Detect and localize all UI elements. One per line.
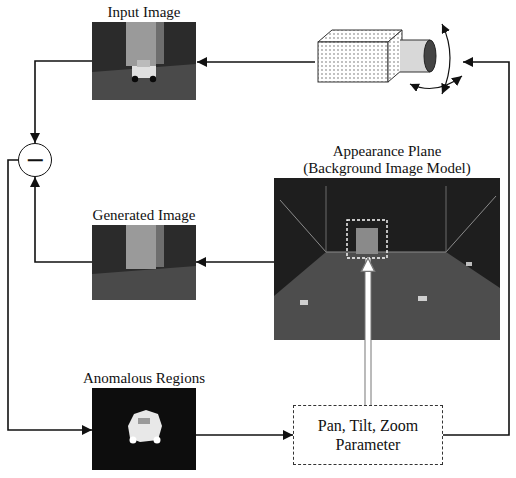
photo-pillar — [126, 225, 156, 269]
photo-wall-edge — [326, 186, 327, 252]
flow-arrow — [35, 177, 92, 262]
photo-wall-edge — [446, 186, 447, 252]
anomaly-wheel — [154, 437, 161, 444]
subtract-operator: − — [18, 143, 52, 177]
flow-arrow — [196, 261, 274, 263]
photo-floor — [92, 64, 196, 100]
view-window — [347, 220, 387, 258]
heading-group: Input Image — [108, 4, 181, 22]
camera-lens-face — [424, 40, 436, 72]
flow-arrow — [196, 434, 293, 436]
heading-group: Anomalous Regions — [83, 370, 205, 388]
photo-floor — [274, 252, 500, 340]
camera-side — [388, 30, 402, 82]
image-heading: Anomalous Regions — [83, 370, 205, 387]
anomaly-wheel — [130, 437, 137, 444]
photo-patch — [466, 262, 472, 266]
box-label: Pan, Tilt, Zoom Parameter — [303, 416, 433, 454]
parameter-box: Pan, Tilt, Zoom Parameter — [293, 405, 443, 465]
camera-output-arrow — [197, 61, 315, 63]
camera-icon — [318, 24, 462, 94]
control-arrow — [443, 62, 509, 435]
pan-arrow — [410, 76, 462, 89]
photo-pillar-side — [156, 225, 164, 267]
generated-photo — [92, 225, 196, 300]
flow-arrow — [35, 61, 92, 143]
operator-symbol: − — [25, 148, 45, 172]
photo-pillar-side — [156, 22, 164, 64]
photo-pillar — [126, 22, 156, 66]
photo-vehicle-top — [137, 60, 150, 67]
input-image: Input Image — [92, 22, 196, 100]
heading-group: Generated Image — [93, 207, 196, 225]
anomalous-regions: Anomalous Regions — [92, 388, 196, 470]
photo-ground — [92, 225, 196, 300]
flow-arrow — [8, 160, 92, 430]
image-heading: Input Image — [108, 4, 181, 21]
photo-patch — [418, 296, 427, 301]
generated-image: Generated Image — [92, 225, 196, 300]
photo-patch — [300, 300, 308, 305]
photo-wheel — [150, 76, 156, 82]
image-heading: Appearance Plane — [303, 143, 470, 160]
anomalous-photo — [92, 388, 196, 470]
anomaly-detail — [138, 418, 150, 424]
photo-ground — [274, 178, 500, 340]
photo-ground — [92, 22, 196, 100]
camera-front — [318, 42, 388, 82]
photo-floor — [92, 266, 196, 300]
image-heading: (Background Image Model) — [303, 160, 470, 177]
appearance-plane: Appearance Plane(Background Image Model) — [274, 178, 500, 340]
photo-wall-edge — [280, 196, 496, 252]
input-photo — [92, 22, 196, 100]
image-heading: Generated Image — [93, 207, 196, 224]
photo-wheel — [132, 76, 138, 82]
photo-ground — [92, 388, 196, 470]
photo-pillar — [356, 228, 378, 254]
view-update-arrow — [366, 258, 371, 405]
heading-group: Appearance Plane(Background Image Model) — [303, 143, 470, 178]
appearance-photo — [274, 178, 500, 340]
